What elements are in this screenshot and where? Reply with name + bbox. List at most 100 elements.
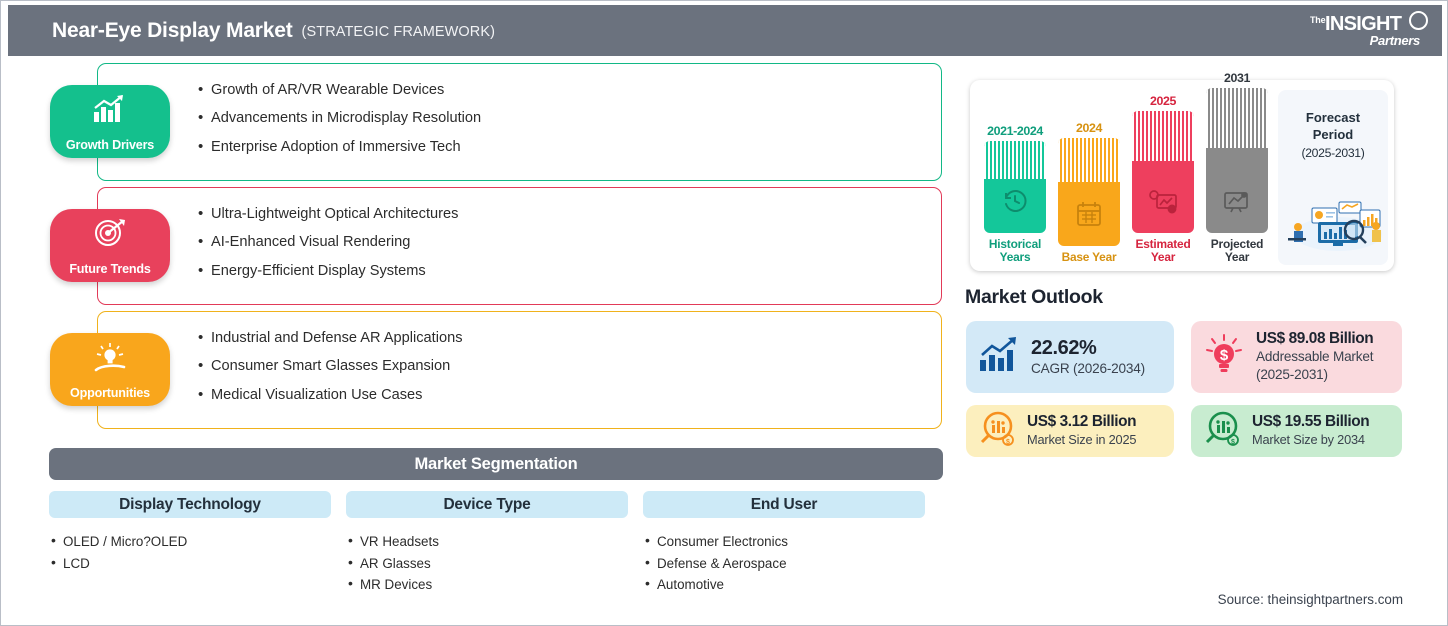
logo-insight: INSIGHT xyxy=(1325,12,1402,35)
bar-year-label: 2031 xyxy=(1224,70,1250,85)
insight-partners-logo: The INSIGHT Partners xyxy=(1310,10,1428,51)
market-outlook-cards: 22.62% CAGR (2026-2034) xyxy=(966,321,1406,457)
analytics-gear-icon xyxy=(1148,189,1178,220)
list-item: Ultra-Lightweight Optical Architectures xyxy=(198,200,941,229)
bar-category-label: Base Year xyxy=(1061,250,1117,265)
segment-column-end-user: End User Consumer Electronics Defense & … xyxy=(643,491,925,596)
card-value: US$ 19.55 Billion xyxy=(1252,413,1370,430)
bar-category-label: Estimated Year xyxy=(1135,236,1191,265)
card-label: Addressable Market xyxy=(1256,349,1374,364)
segment-column-header: Device Type xyxy=(346,491,628,518)
left-column: Growth of AR/VR Wearable Devices Advance… xyxy=(1,63,956,435)
svg-text:$: $ xyxy=(1220,347,1229,364)
bar-shape xyxy=(1132,110,1194,233)
forecast-line-1: Forecast xyxy=(1305,110,1361,125)
svg-text:$: $ xyxy=(1006,439,1010,446)
opportunities-panel: Industrial and Defense AR Applications C… xyxy=(97,311,942,429)
growth-drivers-list: Growth of AR/VR Wearable Devices Advance… xyxy=(198,76,941,162)
growth-drivers-badge: Growth Drivers xyxy=(50,85,170,158)
bar-chart-growth-icon xyxy=(50,94,170,124)
timeline-bars: 2021-2024 Historical Years xyxy=(976,71,1268,265)
calendar-icon xyxy=(1075,200,1103,233)
bar-stripe-overlay xyxy=(984,140,1046,179)
lightbulb-dollar-icon: $ xyxy=(1203,333,1245,382)
segment-list: Consumer Electronics Defense & Aerospace… xyxy=(643,530,925,596)
list-item: Advancements in Microdisplay Resolution xyxy=(198,104,941,133)
segment-column-title: Display Technology xyxy=(119,495,261,513)
right-column: 2021-2024 Historical Years xyxy=(963,63,1443,457)
list-item: OLED / Micro?OLED xyxy=(51,530,331,553)
card-label: Market Size in 2025 xyxy=(1027,432,1137,447)
opportunities-badge: Opportunities xyxy=(50,333,170,406)
target-dartboard-icon xyxy=(50,218,170,248)
market-segmentation-header: Market Segmentation xyxy=(49,448,943,480)
list-item: VR Headsets xyxy=(348,530,628,553)
study-period-timeline-chart: 2021-2024 Historical Years xyxy=(970,71,1394,271)
list-item: LCD xyxy=(51,552,331,575)
list-item: Defense & Aerospace xyxy=(645,552,925,575)
timeline-bar-base: 2024 xyxy=(1058,121,1120,265)
bar-stripe-overlay xyxy=(1206,87,1268,148)
segment-column-header: End User xyxy=(643,491,925,518)
bar-year-label: 2024 xyxy=(1076,121,1102,136)
timeline-bar-projected: 2031 Projected xyxy=(1206,71,1268,265)
logo-ring-icon xyxy=(1409,10,1428,30)
logo-the: The xyxy=(1310,14,1326,25)
page-title: Near-Eye Display Market xyxy=(52,18,293,42)
bar-shape xyxy=(1206,87,1268,233)
card-label: CAGR (2026-2034) xyxy=(1031,360,1145,376)
badge-label: Opportunities xyxy=(70,386,150,400)
future-trends-badge: Future Trends xyxy=(50,209,170,282)
segmentation-title: Market Segmentation xyxy=(414,454,578,473)
outlook-card-row-bottom: $ US$ 3.12 Billion Market Size in 2025 xyxy=(966,405,1406,457)
card-text: US$ 3.12 Billion Market Size in 2025 xyxy=(1027,413,1137,449)
bar-stripe-overlay xyxy=(1058,138,1120,183)
outlook-card-cagr: 22.62% CAGR (2026-2034) xyxy=(966,321,1174,393)
future-trends-list: Ultra-Lightweight Optical Architectures … xyxy=(198,200,941,286)
section-growth-drivers: Growth of AR/VR Wearable Devices Advance… xyxy=(1,63,956,181)
segmentation-columns: Display Technology OLED / Micro?OLED LCD… xyxy=(49,491,943,596)
future-trends-panel: Ultra-Lightweight Optical Architectures … xyxy=(97,187,942,305)
list-item: Enterprise Adoption of Immersive Tech xyxy=(198,133,941,162)
forecast-line-3: (2025-2031) xyxy=(1301,146,1365,160)
growth-drivers-panel: Growth of AR/VR Wearable Devices Advance… xyxy=(97,63,942,181)
header-bar: Near-Eye Display Market (STRATEGIC FRAME… xyxy=(8,5,1442,56)
segment-list: OLED / Micro?OLED LCD xyxy=(49,530,331,575)
list-item: Consumer Electronics xyxy=(645,530,925,553)
bar-category-label: Historical Years xyxy=(988,236,1042,265)
list-item: MR Devices xyxy=(348,573,628,596)
bar-year-label: 2025 xyxy=(1150,93,1176,108)
svg-text:$: $ xyxy=(1231,439,1235,446)
bar-year-label: 2021-2024 xyxy=(987,123,1043,138)
badge-label: Future Trends xyxy=(69,262,151,276)
forecast-line-2: Period xyxy=(1312,126,1354,142)
analytics-dashboard-illustration xyxy=(1282,194,1390,257)
section-future-trends: Ultra-Lightweight Optical Architectures … xyxy=(1,187,956,305)
segment-column-device-type: Device Type VR Headsets AR Glasses MR De… xyxy=(346,491,628,596)
card-value: 22.62% xyxy=(1031,336,1097,359)
card-text: 22.62% CAGR (2026-2034) xyxy=(1031,337,1145,378)
segment-column-title: End User xyxy=(750,495,818,513)
card-text: US$ 89.08 Billion Addressable Market (20… xyxy=(1256,330,1374,384)
bar-category-label: Projected Year xyxy=(1210,236,1264,265)
segment-column-header: Display Technology xyxy=(49,491,331,518)
card-label: Market Size by 2034 xyxy=(1252,432,1365,447)
list-item: AI-Enhanced Visual Rendering xyxy=(198,228,941,257)
bar-shape xyxy=(984,140,1046,233)
market-outlook-title: Market Outlook xyxy=(965,286,1103,308)
list-item: Energy-Efficient Display Systems xyxy=(198,257,941,286)
card-label-secondary: (2025-2031) xyxy=(1256,367,1328,382)
card-value: US$ 3.12 Billion xyxy=(1027,413,1137,430)
timeline-bar-historical: 2021-2024 Historical Years xyxy=(984,124,1046,265)
bar-stripe-overlay xyxy=(1132,110,1194,161)
badge-label: Growth Drivers xyxy=(65,138,155,152)
forecast-period-panel: Forecast Period (2025-2031) xyxy=(1278,90,1388,265)
lightbulb-in-hand-icon xyxy=(50,342,170,374)
source-attribution: Source: theinsightpartners.com xyxy=(1217,592,1403,607)
bar-shape xyxy=(1058,138,1120,247)
timeline-bar-estimated: 2025 Estimated Year xyxy=(1132,94,1194,265)
opportunities-list: Industrial and Defense AR Applications C… xyxy=(198,324,941,410)
list-item: Growth of AR/VR Wearable Devices xyxy=(198,76,941,105)
magnifier-chart-icon: $ xyxy=(1203,410,1241,453)
